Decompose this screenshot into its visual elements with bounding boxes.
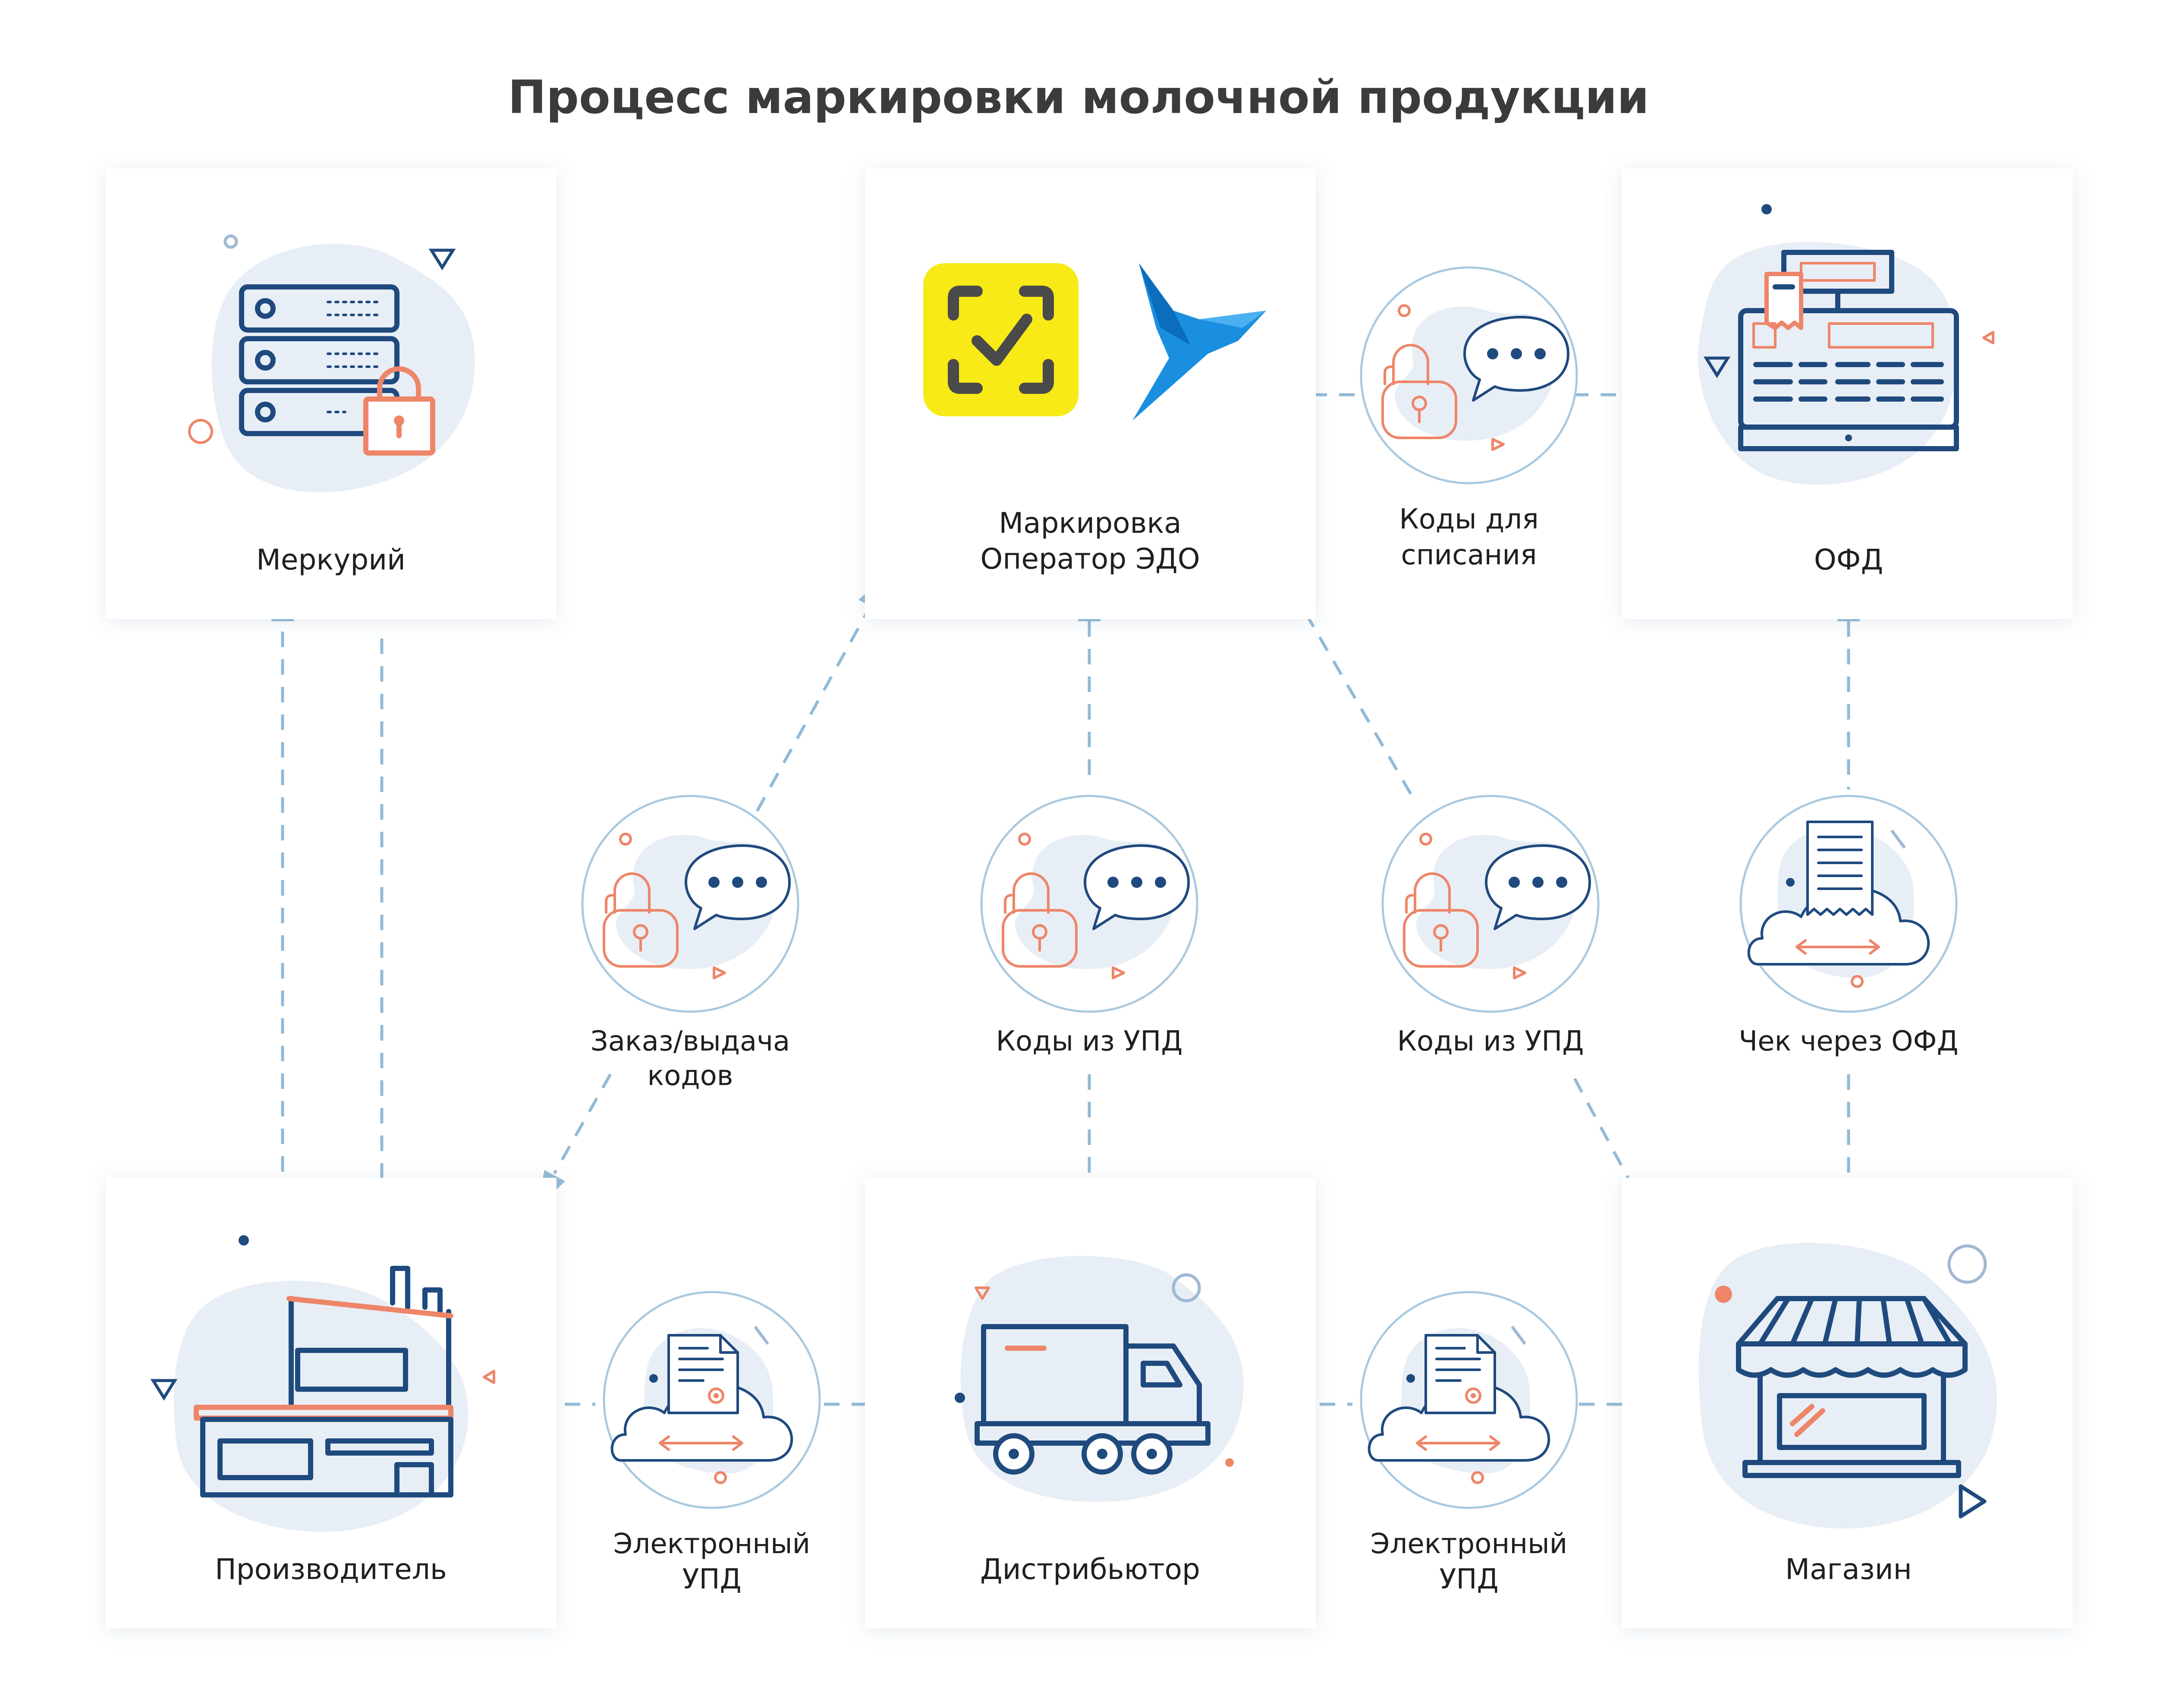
edge-codes-upd-1-label: Коды из УПД (996, 1025, 1183, 1057)
node-mercury-label: Меркурий (256, 543, 406, 576)
edge-codes-upd-2[interactable]: Коды из УПД (1381, 795, 1600, 1057)
edge-receipt-ofd-label: Чек через ОФД (1739, 1025, 1958, 1057)
edge-edoc-upd-2-label-1: Электронный (1371, 1528, 1568, 1560)
edge-codes-writeoff[interactable]: Коды для списания (1360, 266, 1578, 571)
node-operator-label-1: Маркировка (999, 506, 1182, 540)
truck-icon (955, 1256, 1244, 1502)
node-ofd-label: ОФД (1814, 543, 1883, 576)
diagram-title: Процесс маркировки молочной продукции (508, 71, 1649, 124)
edge-codes-writeoff-label-2: списания (1401, 539, 1537, 571)
edge-edoc-upd-1-label-1: Электронный (613, 1528, 811, 1560)
blue-bird-logo (1132, 263, 1266, 421)
arrow-mercury-to-producer (370, 639, 393, 1221)
node-shop[interactable]: Магазин (1622, 1178, 2073, 1629)
factory-icon (150, 1235, 495, 1532)
node-producer[interactable]: Производитель (106, 1178, 557, 1629)
edge-codes-upd-2-label: Коды из УПД (1397, 1025, 1584, 1057)
node-operator[interactable]: Маркировка Оператор ЭДО (865, 168, 1316, 619)
node-operator-label-2: Оператор ЭДО (980, 542, 1200, 576)
node-ofd[interactable]: ОФД (1622, 168, 2073, 619)
node-mercury[interactable]: Меркурий (106, 168, 557, 619)
edge-edoc-upd-2[interactable]: Электронный УПД (1360, 1291, 1578, 1595)
store-icon (1698, 1242, 1997, 1529)
node-distributor[interactable]: Дистрибьютор (865, 1178, 1316, 1629)
cash-register-icon (1698, 204, 1994, 485)
edge-edoc-upd-1[interactable]: Электронный УПД (603, 1291, 821, 1595)
server-lock-icon (188, 234, 475, 492)
node-distributor-label: Дистрибьютор (980, 1553, 1200, 1586)
edge-codes-upd-1[interactable]: Коды из УПД (980, 795, 1198, 1057)
edge-codes-writeoff-label-1: Коды для (1399, 503, 1538, 535)
edge-receipt-ofd[interactable]: Чек через ОФД (1739, 795, 1959, 1057)
edge-order-codes[interactable]: Заказ/выдача кодов (581, 795, 799, 1092)
edge-order-codes-label-2: кодов (648, 1060, 733, 1092)
arrow-producer-to-mercury (271, 591, 294, 1199)
chestny-znak-logo (923, 263, 1078, 416)
node-producer-label: Производитель (215, 1553, 447, 1586)
edge-order-codes-label-1: Заказ/выдача (591, 1025, 790, 1057)
edge-edoc-upd-1-label-2: УПД (682, 1563, 741, 1595)
edge-edoc-upd-2-label-2: УПД (1439, 1563, 1498, 1595)
node-shop-label: Магазин (1785, 1553, 1912, 1586)
